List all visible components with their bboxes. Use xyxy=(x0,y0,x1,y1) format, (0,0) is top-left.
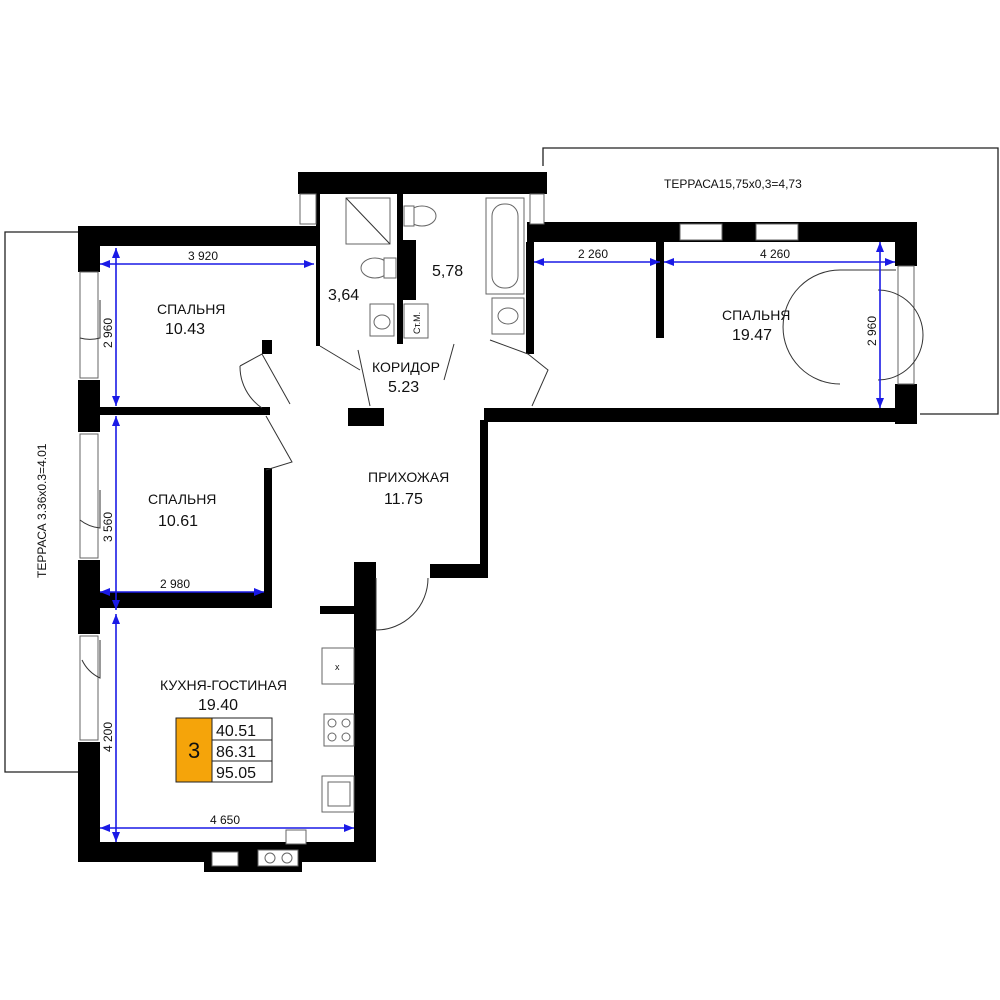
dim-bed2-width: 2 980 xyxy=(160,577,190,591)
terrace-left-label: ТЕРРАСА 3.36х0.3=4.01 xyxy=(35,443,49,578)
rooms-count: 3 xyxy=(188,738,200,763)
corridor-name: КОРИДОР xyxy=(372,359,440,375)
hallway-name: ПРИХОЖАЯ xyxy=(368,469,449,485)
terrace-top-label: ТЕРРАСА15,75х0,3=4,73 xyxy=(664,177,802,191)
rooms-count-badge xyxy=(175,717,213,783)
dim-bed2-depth: 3 560 xyxy=(101,512,115,542)
bedroom-right-area: 19.47 xyxy=(732,327,772,344)
total-area: 86.31 xyxy=(216,744,256,761)
dim-kitchen-width: 4 650 xyxy=(210,813,240,827)
terrace-top xyxy=(542,147,999,415)
bedroom-mid-left-area: 10.61 xyxy=(158,513,198,530)
living-area: 40.51 xyxy=(216,723,256,740)
dim-bed1-width: 3 920 xyxy=(188,249,218,263)
bath-large-area: 5,78 xyxy=(432,263,463,280)
corridor-area: 5.23 xyxy=(388,379,419,396)
bedroom-mid-left-name: СПАЛЬНЯ xyxy=(148,491,216,507)
dim-bed3-left: 2 260 xyxy=(578,247,608,261)
doors xyxy=(79,269,924,679)
dim-bed1-depth: 2 960 xyxy=(101,318,115,348)
bedroom-right-name: СПАЛЬНЯ xyxy=(722,307,790,323)
hallway-area: 11.75 xyxy=(384,491,423,508)
dim-bed3-depth: 2 960 xyxy=(865,316,879,346)
bedroom-top-left-area: 10.43 xyxy=(165,321,205,338)
area-summary: 3 40.51 86.31 95.05 xyxy=(175,717,273,783)
kitchen-living-area: 19.40 xyxy=(198,697,238,714)
kitchen-fixtures xyxy=(257,647,355,867)
dim-bed3-right: 4 260 xyxy=(760,247,790,261)
washer-label: Ст.М. xyxy=(412,312,422,334)
total-with-terrace: 95.05 xyxy=(216,765,256,782)
dimension-lines xyxy=(100,242,895,842)
bath-small-area: 3,64 xyxy=(328,287,359,304)
bedroom-top-left-name: СПАЛЬНЯ xyxy=(157,301,225,317)
terrace-left xyxy=(4,231,80,773)
bathroom-fixtures xyxy=(345,197,525,339)
dim-kitchen-depth: 4 200 xyxy=(101,722,115,752)
kitchen-living-name: КУХНЯ-ГОСТИНАЯ xyxy=(160,677,287,693)
walls xyxy=(78,172,917,872)
fridge-mark: х xyxy=(335,662,340,672)
